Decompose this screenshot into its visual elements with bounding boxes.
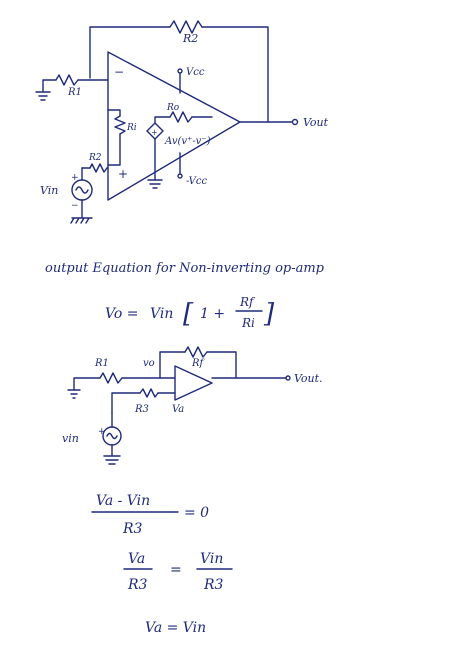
resistor-r1 bbox=[55, 74, 79, 86]
eq3-right-den: R3 bbox=[203, 577, 224, 593]
eq3-left-num: Va bbox=[128, 551, 145, 567]
resistor-r1-c2 bbox=[99, 372, 123, 384]
input-wire-2 bbox=[111, 392, 141, 414]
gain-expression: Av(v⁺-v⁻) bbox=[164, 136, 211, 147]
opamp-triangle bbox=[107, 51, 241, 201]
label-vout: Vout bbox=[303, 116, 329, 129]
label-r3: R2 bbox=[88, 153, 102, 163]
ro-wire bbox=[154, 116, 171, 124]
ground-symbol-src bbox=[147, 138, 163, 189]
ac-sine-2 bbox=[106, 432, 118, 440]
ground-symbol-3 bbox=[67, 389, 81, 399]
resistor-r3 bbox=[89, 163, 108, 173]
source-minus-1: − bbox=[71, 201, 79, 211]
circuit-noninverting: R1 vo Rf Vout. R3 Va + vin bbox=[62, 346, 323, 465]
eq1-denominator: Ri bbox=[241, 316, 255, 330]
resistor-r2 bbox=[169, 20, 203, 34]
vcc-pos-terminal bbox=[177, 68, 183, 74]
source-plus-2: + bbox=[98, 427, 106, 437]
label-vin-2: vin bbox=[62, 432, 79, 445]
rf-wire-left bbox=[159, 351, 186, 379]
resistor-rf bbox=[184, 346, 208, 358]
source-plus-sign: + bbox=[151, 128, 158, 137]
feedback-wire bbox=[89, 26, 171, 79]
eq3-left-den: R3 bbox=[127, 577, 148, 593]
ground-symbol-1 bbox=[35, 91, 51, 101]
ground-wire-1 bbox=[42, 79, 57, 93]
ri-wire-bottom bbox=[107, 133, 121, 166]
source-plus-1: + bbox=[71, 173, 79, 183]
circuit-opamp-model: R2 R1 − + Ri Vcc -Vcc + Av(v⁺-v⁻) Ro bbox=[35, 20, 329, 224]
plus-terminal: + bbox=[118, 167, 128, 181]
label-vout-2: Vout. bbox=[294, 372, 323, 385]
label-vin-1: Vin bbox=[40, 184, 58, 197]
label-r3-c2: R3 bbox=[134, 404, 149, 415]
label-r1: R1 bbox=[67, 87, 82, 98]
label-ri: Ri bbox=[126, 123, 137, 133]
ground-symbol-2 bbox=[70, 199, 93, 224]
eq1-bracket-close: ] bbox=[263, 299, 275, 329]
opamp-triangle-2 bbox=[174, 365, 213, 401]
eq1-lhs: Vo = bbox=[105, 306, 138, 322]
equation-kcl: Va - Vin R3 = 0 bbox=[91, 493, 209, 537]
eq2-denominator: R3 bbox=[122, 521, 143, 537]
equation-vo: Vo = Vin [ 1 + Rf Ri ] bbox=[105, 295, 275, 330]
eq1-bracket-open: [ bbox=[183, 299, 194, 329]
rf-wire-right bbox=[206, 351, 237, 379]
vcc-neg-terminal bbox=[177, 173, 183, 179]
eq3-equals: = bbox=[170, 562, 182, 578]
resistor-r3-c2 bbox=[139, 388, 159, 398]
label-ro: Ro bbox=[166, 103, 180, 113]
equation-ratio: Va R3 = Vin R3 bbox=[123, 551, 233, 593]
resistor-ro bbox=[169, 111, 193, 123]
ground-symbol-4 bbox=[103, 444, 121, 465]
label-rf: Rf bbox=[191, 358, 206, 369]
eq4-result: Va = Vin bbox=[145, 620, 206, 636]
section-heading: output Equation for Non-inverting op-amp bbox=[45, 261, 325, 276]
eq1-numerator: Rf bbox=[239, 295, 256, 309]
eq3-right-num: Vin bbox=[200, 551, 223, 567]
ri-wire-top bbox=[107, 109, 121, 117]
label-vcc-neg: -Vcc bbox=[186, 176, 207, 187]
label-r2: R2 bbox=[182, 32, 198, 45]
eq1-vin: Vin bbox=[150, 306, 173, 322]
label-r1-c2: R1 bbox=[94, 358, 109, 369]
label-vcc-pos: Vcc bbox=[186, 67, 205, 78]
ac-sine-1 bbox=[75, 186, 89, 194]
label-va: Va bbox=[172, 404, 184, 415]
eq2-rhs: = 0 bbox=[184, 505, 209, 521]
label-vo-node: vo bbox=[143, 358, 155, 369]
resistor-ri bbox=[114, 115, 126, 135]
vout-terminal bbox=[291, 118, 299, 126]
eq2-numerator: Va - Vin bbox=[96, 493, 150, 509]
vout-terminal-2 bbox=[285, 375, 291, 381]
minus-terminal: − bbox=[114, 65, 124, 79]
feedback-wire-right bbox=[201, 26, 269, 123]
eq1-one-plus: 1 + bbox=[200, 306, 225, 322]
ground-wire-3 bbox=[73, 377, 101, 391]
